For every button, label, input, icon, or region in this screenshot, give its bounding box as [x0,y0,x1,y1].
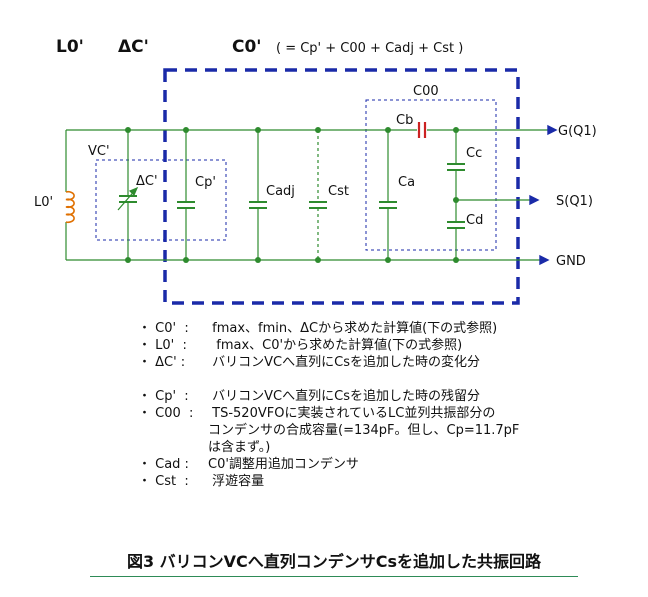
gnd-terminal-arrow-icon [539,254,550,266]
note-cad: ・ Cad : C0'調整用追加コンデンサ [138,456,618,473]
variable-cap-arrowhead-icon [128,186,139,197]
cd-cap-label: Cd [466,213,483,228]
note-cp: ・ Cp' : バリコンVCへ直列にCsを追加した時の残留分 [138,388,618,405]
note-text: バリコンVCへ直列にCsを追加した時の残留分 [208,389,480,404]
cc-cap-label: Cc [466,146,482,161]
note-c00: ・ C00 : TS-520VFOに実装されているLC並列共振部分の コンデンサ… [138,405,618,456]
junction-dot [183,127,189,133]
notes-list: ・ C0' : fmax、fmin、ΔCから求めた計算値(下の式参照) ・ L0… [138,320,618,490]
junction-dot [125,127,131,133]
header-l0: L0' [56,37,84,57]
junction-dot [315,127,321,133]
junction-dot [315,257,321,263]
c00-dashed-box [365,99,497,251]
note-key: ・ Cp' : [138,389,189,404]
note-delta-c: ・ ΔC' : バリコンVCへ直列にCsを追加した時の変化分 [138,354,618,371]
cp-cap-label: Cp' [195,175,216,190]
note-text: fmax、fmin、ΔCから求めた計算値(下の式参照) [208,321,498,336]
note-key: ・ ΔC' : [138,355,186,370]
junction-dot [183,257,189,263]
note-spacer [138,371,618,388]
vc-dashed-box [95,159,227,241]
c00-box-label: C00 [413,84,439,99]
gnd-terminal-label: GND [556,254,586,269]
junction-dot [453,197,459,203]
note-key: ・ L0' : [138,338,187,353]
c0-dashed-box [163,68,520,305]
s-terminal-arrow-icon [529,194,540,206]
note-key: ・ Cst : [138,474,189,489]
note-text: C0'調整用追加コンデンサ [208,457,359,472]
note-text: 浮遊容量 [208,474,265,489]
vc-box-label: VC' [88,144,110,159]
ca-cap-label: Ca [398,175,415,190]
junction-dot [453,257,459,263]
header-delta-c: ΔC' [118,37,149,57]
note-text: バリコンVCへ直列にCsを追加した時の変化分 [208,355,480,370]
junction-dot [125,257,131,263]
junction-dot [385,127,391,133]
note-l0: ・ L0' : fmax、C0'から求めた計算値(下の式参照) [138,337,618,354]
junction-dot [453,127,459,133]
note-cst: ・ Cst : 浮遊容量 [138,473,618,490]
cadj-cap-label: Cadj [266,184,295,199]
g-terminal-arrow-icon [547,124,558,136]
header-c0-formula: ( = Cp' + C00 + Cadj + Cst ) [276,41,463,56]
junction-dot [255,127,261,133]
note-text: TS-520VFOに実装されているLC並列共振部分の コンデンサの合成容量(=1… [208,406,520,455]
g-terminal-label: G(Q1) [558,124,597,139]
cb-cap-label: Cb [396,113,413,128]
coil-icon [65,190,75,224]
note-key: ・ C00 : [138,406,194,421]
l0-coil-label: L0' [34,195,53,210]
note-key: ・ Cad : [138,457,189,472]
dc-cap-label: ΔC' [136,174,158,189]
note-c0: ・ C0' : fmax、fmin、ΔCから求めた計算値(下の式参照) [138,320,618,337]
s-terminal-label: S(Q1) [556,194,593,209]
note-key: ・ C0' : [138,321,189,336]
junction-dot [255,257,261,263]
note-text: fmax、C0'から求めた計算値(下の式参照) [208,338,463,353]
figure-caption: 図3 バリコンVCへ直列コンデンサCsを追加した共振回路 [90,548,578,577]
header-c0: C0' [232,37,262,57]
junction-dot [385,257,391,263]
cst-cap-label: Cst [328,184,349,199]
